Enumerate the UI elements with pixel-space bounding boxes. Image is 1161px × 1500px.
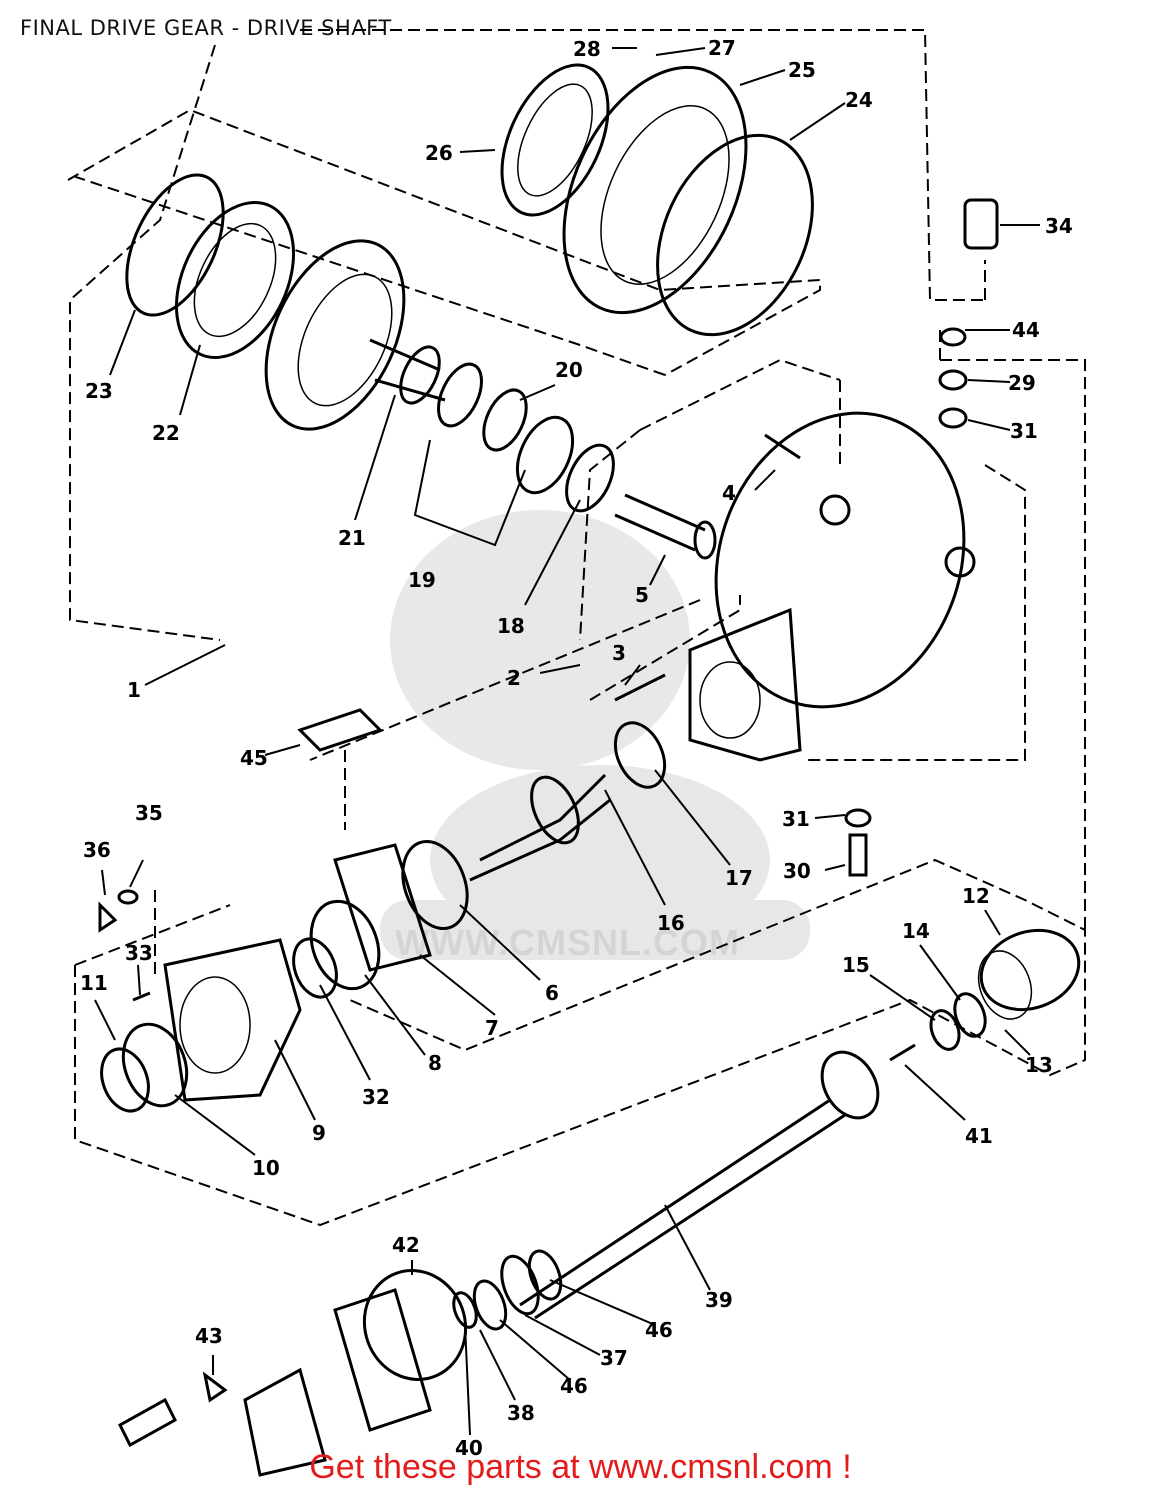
part-label: 42 <box>392 1233 420 1257</box>
part-label: 1 <box>127 678 141 702</box>
part-label: 14 <box>902 919 930 943</box>
footer-link[interactable]: Get these parts at www.cmsnl.com ! <box>309 1448 852 1486</box>
watermark-text: WWW.CMSNL.COM <box>395 922 740 963</box>
part-label: 13 <box>1025 1053 1053 1077</box>
part-label: 30 <box>783 859 811 883</box>
part-label: 5 <box>635 583 649 607</box>
part-label: 24 <box>845 88 873 112</box>
part-label: 20 <box>555 358 583 382</box>
part-label: 11 <box>80 971 108 995</box>
part-label: 33 <box>125 941 153 965</box>
part-label: 23 <box>85 379 113 403</box>
part-label: 12 <box>962 884 990 908</box>
part-label: 36 <box>83 838 111 862</box>
part-label: 46 <box>560 1374 588 1398</box>
part-label: 6 <box>545 981 559 1005</box>
part-label: 35 <box>135 801 163 825</box>
part-label: 27 <box>708 36 736 60</box>
part-label: 3 <box>612 641 626 665</box>
part-label: 46 <box>645 1318 673 1342</box>
part-label: 38 <box>507 1401 535 1425</box>
dashed-group-outlines <box>67 29 1086 1227</box>
part-label: 4 <box>722 481 736 505</box>
part-label: 34 <box>1045 214 1073 238</box>
part-label: 10 <box>252 1156 280 1180</box>
part-label: 22 <box>152 421 180 445</box>
part-labels: 1 2 3 4 5 6 7 8 9 10 11 12 13 14 15 16 1… <box>80 36 1073 1460</box>
part-label: 7 <box>485 1016 499 1040</box>
part-label: 25 <box>788 58 816 82</box>
part-label: 26 <box>425 141 453 165</box>
part-label: 32 <box>362 1085 390 1109</box>
part-label: 2 <box>507 666 521 690</box>
part-label: 37 <box>600 1346 628 1370</box>
part-label: 39 <box>705 1288 733 1312</box>
part-label: 41 <box>965 1124 993 1148</box>
part-label: 31 <box>782 807 810 831</box>
watermark-logo <box>380 510 810 960</box>
part-label: 8 <box>428 1051 442 1075</box>
part-label: 31 <box>1010 419 1038 443</box>
part-label: 16 <box>657 911 685 935</box>
part-label: 43 <box>195 1324 223 1348</box>
part-label: 21 <box>338 526 366 550</box>
part-shapes <box>98 63 1081 1477</box>
part-label: 17 <box>725 866 753 890</box>
part-label: 45 <box>240 746 268 770</box>
part-label: 19 <box>408 568 436 592</box>
part-label: 40 <box>455 1436 483 1460</box>
part-label: 29 <box>1008 371 1036 395</box>
part-label: 44 <box>1012 318 1040 342</box>
page-title: FINAL DRIVE GEAR - DRIVE SHAFT <box>20 16 392 40</box>
leader-lines <box>94 47 1040 1436</box>
part-label: 9 <box>312 1121 326 1145</box>
part-label: 18 <box>497 614 525 638</box>
part-label: 28 <box>573 37 601 61</box>
part-label: 15 <box>842 953 870 977</box>
